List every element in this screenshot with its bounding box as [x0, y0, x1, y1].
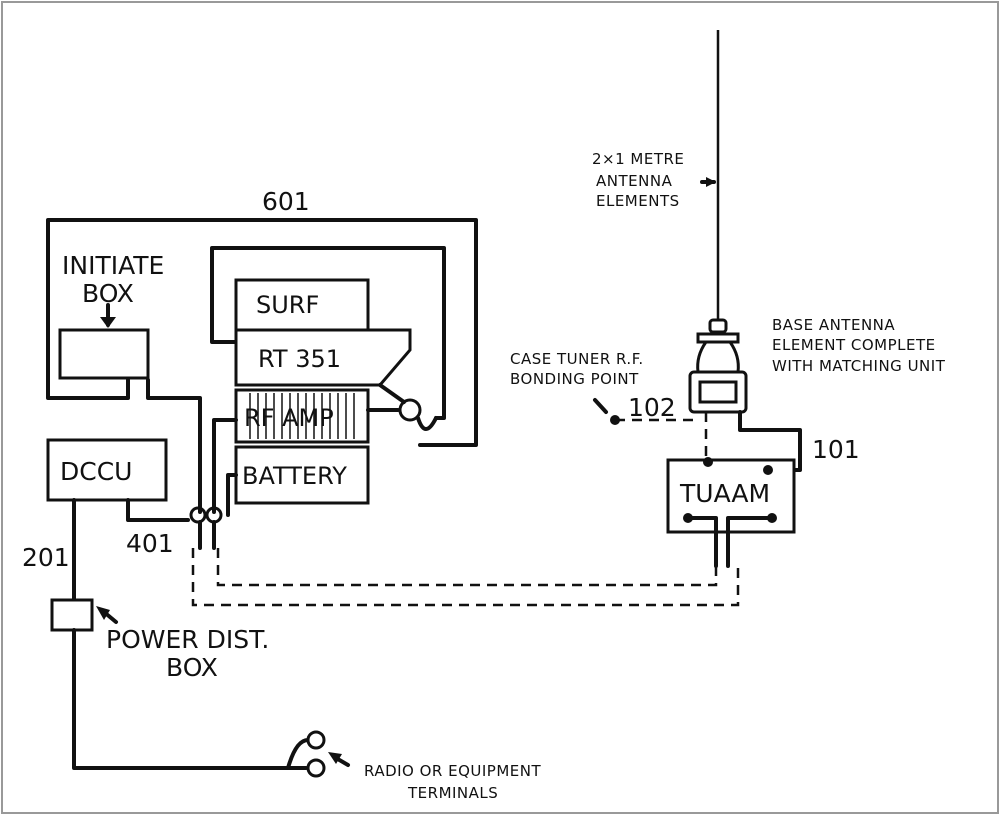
- terminal-b: [306, 758, 326, 778]
- antenna-label-1: 2×1 METRE: [592, 150, 684, 168]
- radio-label-2: TERMINALS: [407, 784, 498, 802]
- base-antenna-unit: [688, 318, 748, 414]
- tuaam-label: TUAAM: [679, 479, 770, 508]
- bonding-point: [610, 415, 620, 425]
- dashed-outer: [191, 548, 740, 607]
- dccu-box: [46, 438, 168, 502]
- pdb-label-2: BOX: [166, 653, 218, 682]
- tuaam-leads: [686, 516, 774, 568]
- rf-coax-b: [378, 383, 406, 404]
- cable-102-label: 102: [628, 393, 676, 422]
- pdb-arrow-icon: [96, 606, 110, 620]
- battery-harness: [226, 473, 238, 517]
- cable-401-label: 401: [126, 529, 174, 558]
- cable-201-label: 201: [22, 543, 70, 572]
- power-dist-box: [50, 598, 94, 632]
- rf-amp-fins: [249, 393, 355, 439]
- cable-101-label: 101: [812, 435, 860, 464]
- bond-pointer: [593, 398, 608, 414]
- initiate-box: [58, 328, 150, 380]
- rfamp-harness: [212, 418, 238, 514]
- base-antenna-label-3: WITH MATCHING UNIT: [772, 357, 946, 375]
- rf-coax-c: [416, 416, 438, 431]
- antenna-label-3: ELEMENTS: [596, 192, 680, 210]
- cable-201-lower: [72, 628, 290, 770]
- battery-label: BATTERY: [242, 462, 347, 490]
- case-tuner-label-1: CASE TUNER R.F.: [510, 350, 644, 368]
- case-tuner-label-2: BONDING POINT: [510, 370, 639, 388]
- battery-box: [234, 445, 370, 505]
- base-antenna-label-2: ELEMENT COMPLETE: [772, 336, 936, 354]
- initiate-label-1: INITIATE: [62, 251, 164, 280]
- base-antenna-label-1: BASE ANTENNA: [772, 316, 895, 334]
- pdb-label-1: POWER DIST.: [106, 625, 269, 654]
- initiate-harness: [146, 378, 202, 514]
- terminal-a: [306, 730, 326, 750]
- radio-label-1: RADIO OR EQUIPMENT: [364, 762, 541, 780]
- cable-601-outer: [46, 218, 478, 447]
- rt351-box: [234, 328, 412, 387]
- dccu-label: DCCU: [60, 457, 132, 486]
- harness-drop: [198, 520, 216, 550]
- cable-601-inner: [210, 246, 446, 420]
- rt351-label: RT 351: [258, 345, 341, 373]
- initiate-arrow-icon: [100, 317, 116, 328]
- tuaam-terminal-1: [703, 457, 713, 467]
- rf-coax-loop: [398, 398, 422, 422]
- terminals-arrow-icon: [328, 752, 342, 764]
- antenna-arrow-icon: [706, 177, 716, 187]
- antenna-label-2: ANTENNA: [596, 172, 673, 190]
- cable-601-label: 601: [262, 187, 310, 216]
- surf-label: SURF: [256, 291, 319, 319]
- dashed-inner: [216, 548, 718, 587]
- terminal-lead-a: [286, 738, 310, 770]
- surf-box: [234, 278, 370, 332]
- tuaam-terminal-2: [763, 465, 773, 475]
- initiate-label-2: BOX: [82, 279, 134, 308]
- rf-amp-label: RF AMP: [244, 404, 334, 432]
- cable-401: [126, 498, 190, 522]
